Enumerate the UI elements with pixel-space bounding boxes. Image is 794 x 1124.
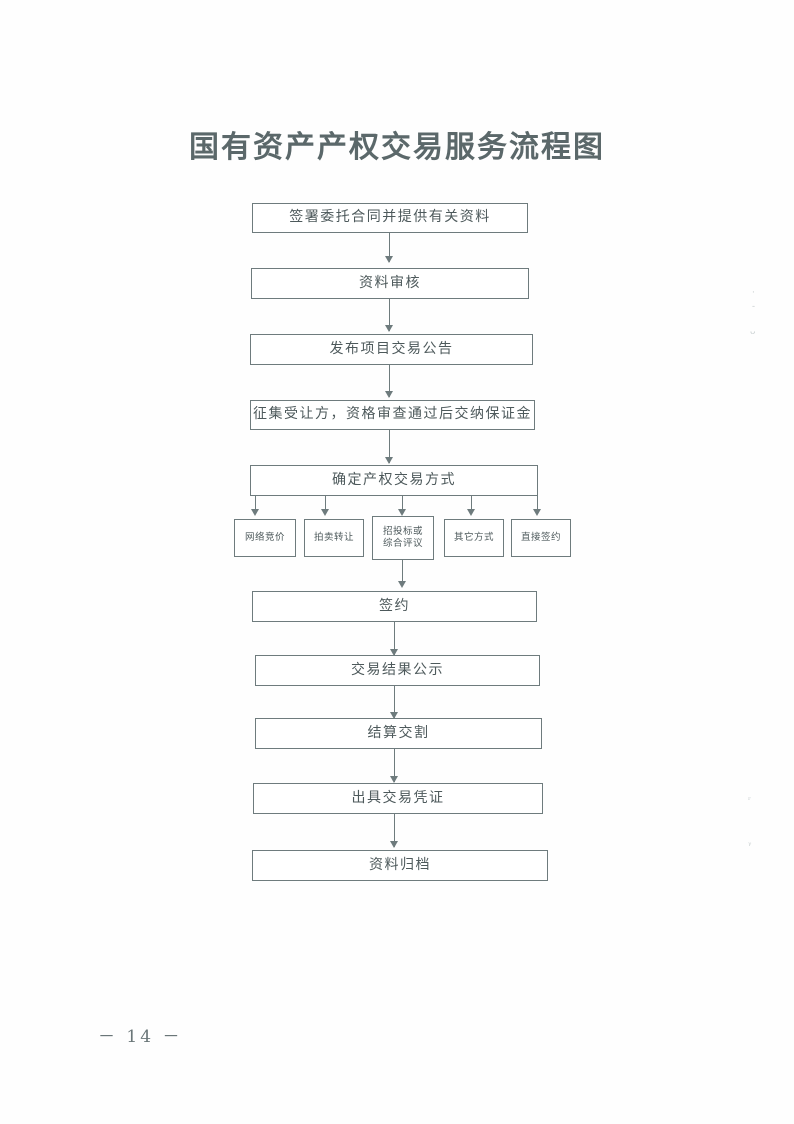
flow-node-label: 资料审核 (359, 274, 421, 291)
arrow-head-b3-n6 (398, 581, 406, 588)
connector-n5-b4 (471, 496, 473, 514)
connector-n3-n4 (389, 365, 391, 397)
flow-node-sign-agreement[interactable]: 签约 (252, 591, 537, 622)
flow-node-publicize-result[interactable]: 交易结果公示 (255, 655, 540, 686)
flow-branch-label-line1: 招投标或 (382, 526, 423, 538)
flow-node-settlement-delivery[interactable]: 结算交割 (255, 718, 542, 749)
page-title: 国有资产产权交易服务流程图 (189, 130, 605, 165)
flow-branch-online-bidding[interactable]: 网络竞价 (234, 519, 296, 557)
arrow-head-n5-b5 (533, 509, 541, 516)
flow-node-sign-contract[interactable]: 签署委托合同并提供有关资料 (252, 203, 528, 233)
connector-n1-n2 (389, 233, 391, 262)
flow-node-label: 签约 (379, 597, 410, 614)
flow-node-label: 征集受让方，资格审查通过后交纳保证金 (253, 406, 532, 423)
scan-speckle: · (752, 288, 755, 298)
arrow-head-n4-n5 (385, 457, 393, 464)
arrow-head-n5-b4 (467, 509, 475, 516)
arrow-head-n7-n8 (390, 712, 398, 719)
flow-node-issue-certificate[interactable]: 出具交易凭证 (253, 783, 543, 814)
flow-branch-label: 直接签约 (520, 532, 561, 544)
flow-branch-other-methods[interactable]: 其它方式 (444, 519, 504, 557)
flow-branch-auction-transfer[interactable]: 拍卖转让 (304, 519, 364, 557)
flow-node-label: 出具交易凭证 (351, 789, 445, 806)
flow-branch-label: 拍卖转让 (313, 532, 354, 544)
flow-node-publish-announcement[interactable]: 发布项目交易公告 (250, 334, 533, 365)
arrow-head-n8-n9 (390, 776, 398, 783)
flow-branch-direct-signing[interactable]: 直接签约 (511, 519, 571, 557)
scan-speckle: - (752, 302, 756, 312)
flow-node-label: 签署委托合同并提供有关资料 (289, 209, 491, 226)
flow-node-determine-method[interactable]: 确定产权交易方式 (250, 465, 538, 496)
arrow-head-n5-b1 (251, 509, 259, 516)
flow-node-label: 结算交割 (367, 724, 430, 741)
flow-node-collect-transferees[interactable]: 征集受让方，资格审查通过后交纳保证金 (250, 400, 535, 430)
flow-node-label: 发布项目交易公告 (329, 340, 454, 357)
arrow-head-n9-n10 (390, 841, 398, 848)
flow-node-label: 资料归档 (369, 856, 431, 873)
connector-n7-n8 (394, 686, 396, 718)
connector-n5-b5 (537, 496, 539, 514)
flow-node-label: 交易结果公示 (351, 661, 444, 678)
connector-n4-n5 (389, 430, 391, 463)
flow-branch-label-line2: 综合评议 (382, 538, 423, 549)
flow-branch-label: 其它方式 (453, 532, 494, 544)
flow-node-label: 确定产权交易方式 (332, 471, 456, 488)
connector-n2-n3 (389, 299, 391, 331)
scan-speckle: ᵣ (748, 793, 752, 803)
arrow-head-n5-b2 (321, 509, 329, 516)
arrow-head-n3-n4 (385, 391, 393, 398)
scan-speckle: ᵧ (748, 838, 752, 848)
connector-n9-n10 (394, 814, 396, 847)
connector-n5-b1 (255, 496, 257, 514)
arrow-head-n6-n7 (390, 649, 398, 656)
arrow-head-n2-n3 (385, 325, 393, 332)
connector-n8-n9 (394, 749, 396, 782)
flow-node-archive-documents[interactable]: 资料归档 (252, 850, 548, 881)
connector-n5-b2 (325, 496, 327, 514)
arrow-head-n5-b3 (398, 509, 406, 516)
arrow-head-n1-n2 (385, 256, 393, 263)
connector-n6-n7 (394, 622, 396, 655)
page-number: － 14 － (98, 1027, 183, 1047)
scan-speckle: ᴗ (750, 327, 756, 337)
connector-n5-b3 (402, 496, 404, 514)
connector-b3-n6 (402, 560, 404, 586)
flow-branch-label: 网络竞价 (244, 532, 285, 544)
flow-node-document-review[interactable]: 资料审核 (251, 268, 529, 299)
flow-branch-tender-or-review[interactable]: 招投标或 综合评议 (372, 516, 434, 560)
